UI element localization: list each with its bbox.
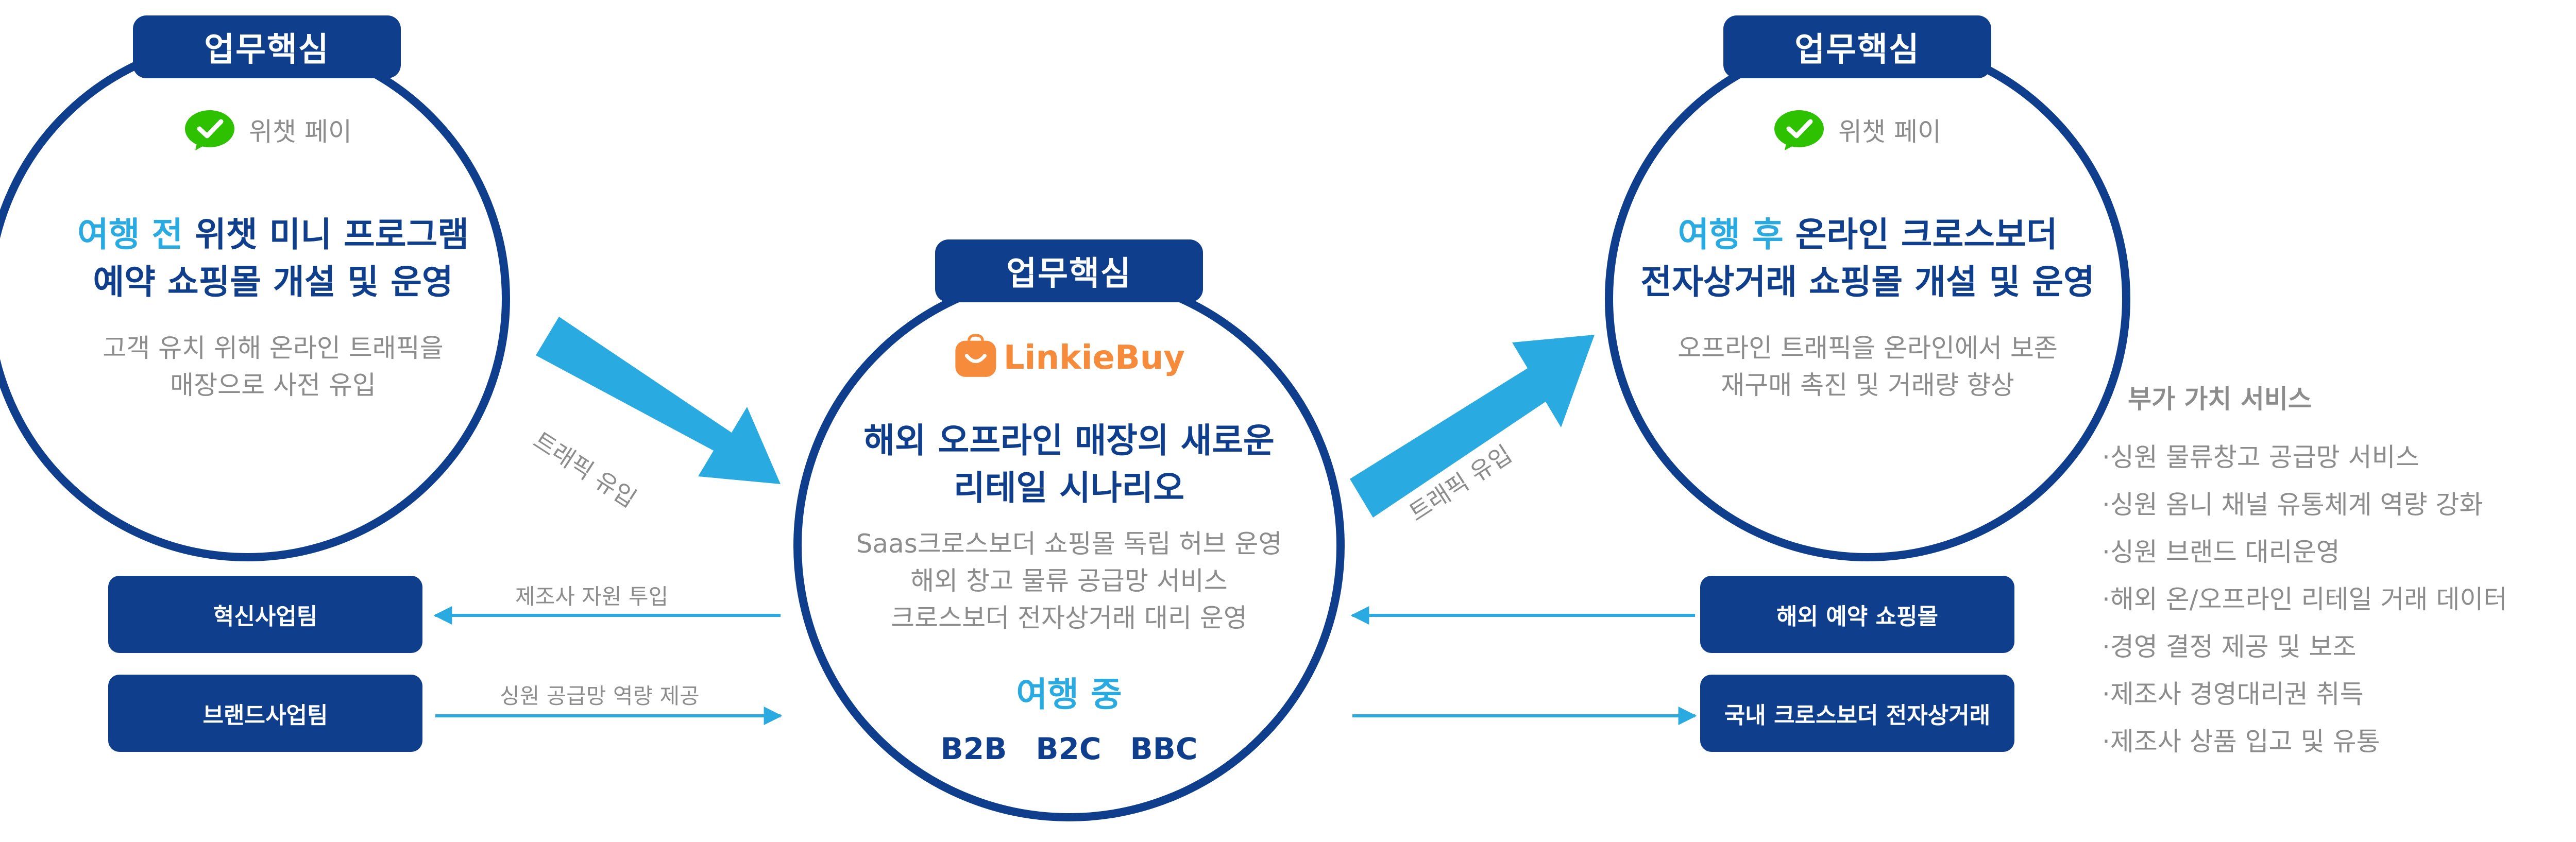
right-circle-title: 여행 후 온라인 크로스보더 전자상거래 쇼핑몰 개설 및 운영: [1600, 211, 2136, 306]
linkiebuy-logo-icon: [955, 334, 996, 377]
brand-team-link-label: 싱원 공급망 역량 제공: [500, 683, 700, 709]
left-wechat-row: 위챗 페이: [103, 108, 433, 151]
business-models: B2B B2C BBC: [801, 731, 1337, 766]
right-wechat-label: 위챗 페이: [1838, 117, 1941, 147]
value-added-item: ·싱원 물류창고 공급망 서비스: [2102, 442, 2419, 472]
left-desc-line1: 고객 유치 위해 온라인 트래픽을: [103, 333, 444, 363]
value-added-item: ·제조사 경영대리권 취득: [2102, 679, 2364, 709]
center-desc-line2: 해외 창고 물류 공급망 서비스: [910, 566, 1228, 596]
value-added-item: ·제조사 상품 입고 및 유통: [2102, 727, 2380, 757]
center-title-line2: 리테일 시나리오: [953, 468, 1185, 508]
left-title-highlight: 여행 전: [77, 215, 183, 254]
during-trip-label: 여행 중: [1016, 675, 1122, 714]
model-bbc: BBC: [1130, 731, 1198, 766]
center-desc-line3: 크로스보더 전자상거래 대리 운영: [891, 603, 1247, 633]
left-desc-line2: 매장으로 사전 유입: [170, 370, 376, 400]
innovation-team-box: 혁신사업팀: [108, 576, 422, 653]
center-core-badge: 업무핵심: [935, 239, 1203, 302]
value-added-item: ·싱원 브랜드 대리운영: [2102, 537, 2340, 567]
center-circle-title: 해외 오프라인 매장의 새로운 리테일 시나리오: [801, 417, 1337, 512]
right-desc-line2: 재구매 촉진 및 거래량 향상: [1721, 370, 2014, 400]
linkiebuy-logo-text: LinkieBuy: [1003, 339, 1185, 377]
overseas-reservation-mall-box: 해외 예약 쇼핑몰: [1700, 576, 2014, 653]
innovation-team-link-label: 제조사 자원 투입: [515, 584, 669, 609]
right-desc-line1: 오프라인 트래픽을 온라인에서 보존: [1677, 333, 2058, 363]
center-desc-line1: Saas크로스보더 쇼핑몰 독립 허브 운영: [856, 529, 1282, 559]
traffic-arrow-left: [536, 317, 781, 484]
left-title-line2: 예약 쇼핑몰 개설 및 운영: [93, 262, 453, 302]
traffic-arrow-right: [1350, 335, 1595, 518]
value-added-item: ·경영 결정 제공 및 보조: [2102, 632, 2357, 662]
left-core-badge: 업무핵심: [133, 15, 401, 78]
linkiebuy-logo: LinkieBuy: [953, 330, 1185, 386]
model-b2b: B2B: [940, 731, 1007, 766]
left-circle-title: 여행 전 위챗 미니 프로그램 예약 쇼핑몰 개설 및 운영: [15, 211, 531, 306]
right-title-line1: 온라인 크로스보더: [1783, 215, 2058, 254]
wechat-pay-icon: [1774, 110, 1824, 150]
center-title-line1: 해외 오프라인 매장의 새로운: [863, 421, 1275, 460]
right-title-highlight: 여행 후: [1677, 215, 1784, 254]
right-wechat-row: 위챗 페이: [1692, 108, 2022, 151]
value-added-item: ·싱원 옴니 채널 유통체계 역량 강화: [2102, 490, 2483, 520]
value-added-item: ·해외 온/오프라인 리테일 거래 데이터: [2102, 585, 2507, 614]
right-core-badge: 업무핵심: [1723, 15, 1991, 78]
center-circle-desc: Saas크로스보더 쇼핑몰 독립 허브 운영 해외 창고 물류 공급망 서비스 …: [801, 525, 1337, 637]
model-b2c: B2C: [1036, 731, 1101, 766]
right-circle-desc: 오프라인 트래픽을 온라인에서 보존 재구매 촉진 및 거래량 향상: [1600, 330, 2136, 404]
brand-team-box: 브랜드사업팀: [108, 675, 422, 752]
wechat-pay-icon: [185, 110, 235, 150]
domestic-crossborder-ecommerce-box: 국내 크로스보더 전자상거래: [1700, 675, 2014, 752]
left-wechat-label: 위챗 페이: [249, 117, 352, 147]
right-title-line2: 전자상거래 쇼핑몰 개설 및 운영: [1640, 262, 2095, 302]
left-circle-desc: 고객 유치 위해 온라인 트래픽을 매장으로 사전 유입: [15, 330, 531, 404]
left-title-line1: 위챗 미니 프로그램: [183, 215, 469, 254]
value-added-title: 부가 가치 서비스: [2128, 384, 2312, 414]
